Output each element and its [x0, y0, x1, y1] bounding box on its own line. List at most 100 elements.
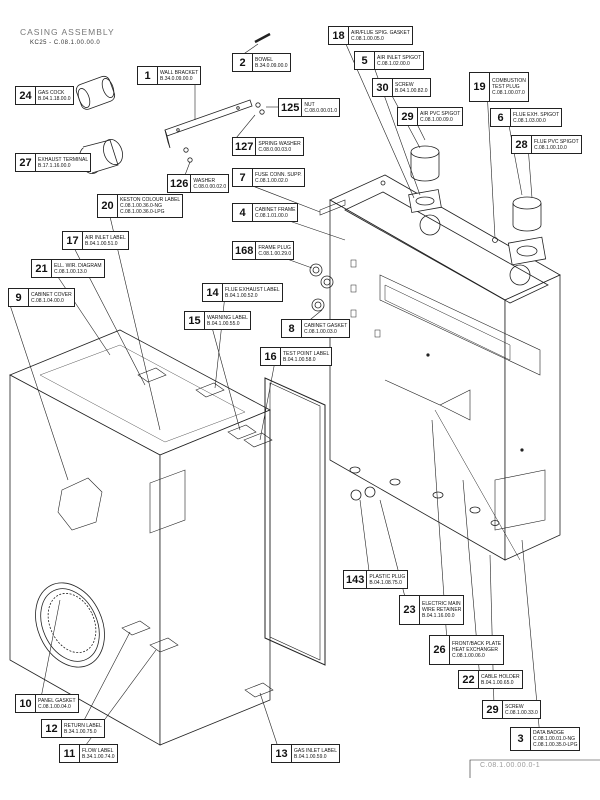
callout-code: B.04.1.00.58.0 [283, 356, 316, 363]
callout-code: C.08.1.00.04.0 [38, 703, 71, 710]
callout-number: 27 [16, 154, 36, 171]
gas-cock-drawing [75, 75, 116, 110]
callout-code: B.17.1.16.00.0 [38, 162, 71, 169]
callout-number: 14 [203, 284, 223, 301]
callout-name: AIR PVC SPIGOT [420, 110, 461, 117]
callout-name-cont: HEAT EXCHANGER [452, 647, 498, 653]
callout-name: RETURN LABEL [64, 722, 102, 729]
callout-name: SCREW [395, 81, 414, 88]
callout-number: 23 [400, 596, 420, 624]
callout-number: 4 [233, 204, 253, 221]
callout-code-alt: C.08.1.00.36.0-LPG [120, 209, 165, 215]
callout-name: PLASTIC PLUG [369, 573, 406, 580]
callout-number: 24 [16, 87, 36, 104]
callout-number: 19 [470, 73, 490, 101]
callout-name: DATA BADGE [533, 730, 565, 736]
callout-number: 13 [272, 745, 292, 762]
callout-number: 22 [459, 671, 479, 688]
callout-name: AIR INLET LABEL [85, 234, 126, 241]
callout-name-cont: TEST PLUG [492, 84, 520, 90]
callout-number: 21 [32, 260, 52, 277]
callout-code: B.34.1.00.75.0 [64, 728, 97, 735]
callout-code: C.08.1.00.01.0-NG [533, 736, 575, 742]
callout-number: 18 [329, 27, 349, 44]
callout-code: B.04.1.00.51.0 [85, 240, 118, 247]
callout-name: CABINET FRAME [255, 206, 296, 213]
callout-number: 3 [511, 728, 531, 750]
callout-name: CABINET GASKET [304, 322, 348, 329]
callout-name: AIR INLET SPIGOT [377, 54, 422, 61]
callout-name: ELL. WIR. DIAGRAM [54, 262, 102, 269]
callout-code: C.08.1.03.00.0 [513, 117, 546, 124]
callout-code: C.08.1.00.07.0 [492, 90, 525, 96]
callout-name: GAS COCK [38, 89, 65, 96]
callout-code: B.04.1.00.52.0 [225, 292, 258, 299]
callout-name: AIR/FLUE SPIG. GASKET [351, 29, 410, 36]
callout-number: 11 [60, 745, 80, 762]
callout-number: 29 [398, 108, 418, 125]
callout-code: B.04.1.18.00.0 [38, 95, 71, 102]
callout-name: CABINET COVER [31, 291, 72, 298]
callout-name: WARNING LABEL [207, 314, 248, 321]
callout-number: 26 [430, 636, 450, 664]
callout-number: 127 [233, 138, 257, 155]
callout-code: B.04.1.16.00.0 [422, 613, 455, 619]
drawing-number: C.08.1.00.00.0-1 [480, 762, 541, 769]
callout-code-alt: C.08.1.00.35.0-LPG [533, 742, 578, 748]
callout-code: B.34.0.09.00.0 [160, 75, 193, 82]
callout-code: C.08.1.00.02.0 [255, 177, 288, 184]
callout-name: FLUE EXH. SPIGOT [513, 111, 560, 118]
callout-code: B.04.1.00.65.0 [481, 679, 514, 686]
callout-name: FRAME PLUG [258, 244, 291, 251]
page-subtitle: KC25 - C.08.1.00.00.0 [30, 40, 101, 46]
callout-name: GAS INLET LABEL [294, 747, 337, 754]
callout-name: WALL BRACKET [160, 69, 199, 76]
callout-number: 30 [373, 79, 393, 96]
cabinet-gasket-drawing [264, 377, 326, 666]
callout-number: 16 [261, 348, 281, 365]
cabinet-cover-drawing [9, 329, 274, 746]
callout-name-cont: WIRE RETAINER [422, 607, 462, 613]
callout-code: C.08.1.02.00.0 [377, 60, 410, 67]
callout-name: FUSE CONN. SUPP. [255, 171, 302, 178]
callout-number: 29 [483, 701, 503, 718]
callout-number: 28 [512, 136, 532, 153]
callout-name: TEST POINT LABEL [283, 350, 330, 357]
callout-number: 9 [9, 289, 29, 306]
callout-code: B.04.1.00.59.0 [294, 753, 327, 760]
callout-code: C.08.0.00.01.0 [304, 107, 338, 114]
cabinet-frame-drawing [319, 174, 561, 561]
callout-name: FLUE PVC SPIGOT [534, 138, 579, 145]
callout-code: C.08.1.00.10.0 [534, 144, 567, 151]
callout-number: 5 [355, 52, 375, 69]
callout-name: KESTON COLOUR LABEL [120, 197, 181, 203]
callout-number: 143 [344, 571, 368, 588]
callout-number: 6 [491, 109, 511, 126]
callout-number: 17 [63, 232, 83, 249]
callout-code: C.08.1.00.33.0 [505, 709, 538, 716]
callout-code: C.08.1.01.00.0 [255, 212, 288, 219]
